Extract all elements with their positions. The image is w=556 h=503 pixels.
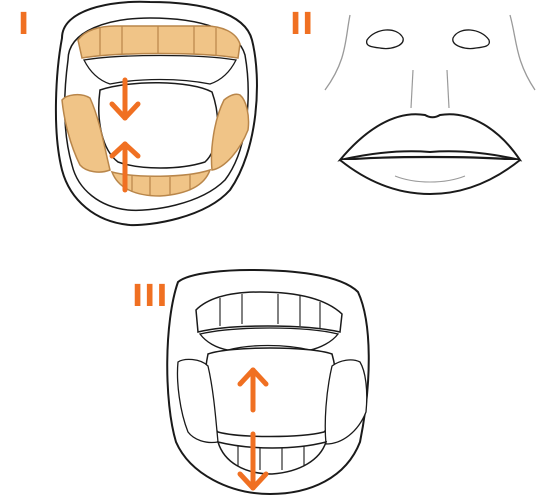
panel-1-mouth-illustration — [0, 0, 270, 230]
panel-2: II — [285, 0, 556, 230]
panel-2-mouth-illustration — [285, 0, 556, 230]
panel-1: I — [0, 0, 270, 230]
panel-3: III — [120, 262, 380, 503]
panel-3-mouth-illustration — [120, 262, 380, 503]
